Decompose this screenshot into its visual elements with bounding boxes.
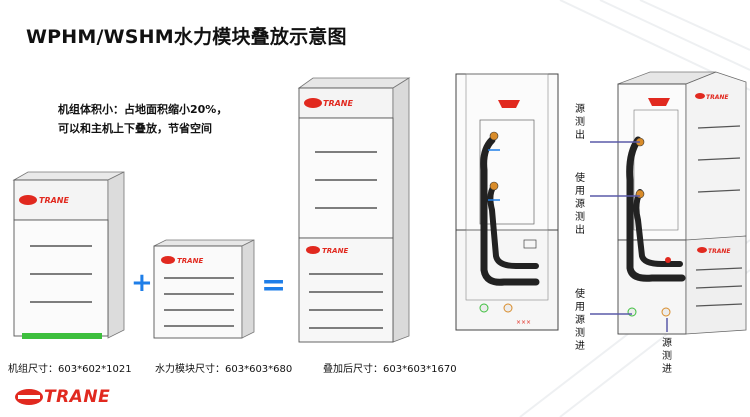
caption-stacked-size: 叠加后尺寸：603*603*1670 bbox=[323, 364, 457, 375]
trane-logo-icon bbox=[15, 389, 43, 405]
equals-sign: = bbox=[261, 268, 287, 303]
trane-logo-text: TRANE bbox=[44, 387, 111, 407]
stacked-unit-illustration: TRANE TRANE bbox=[297, 77, 411, 343]
svg-text:TRANE: TRANE bbox=[39, 196, 70, 205]
feature-note-line-2: 可以和主机上下叠放，节省空间 bbox=[58, 122, 212, 135]
page-title: WPHM/WSHM水力模块叠放示意图 bbox=[26, 26, 347, 48]
cutaway-front-view: ××× bbox=[455, 73, 559, 331]
trane-badge-icon: TRANE bbox=[161, 256, 203, 265]
feature-note: 机组体积小：占地面积缩小20%， 可以和主机上下叠放，节省空间 bbox=[58, 100, 227, 138]
trane-badge-icon: TRANE bbox=[306, 246, 348, 255]
trane-badge-icon: TRANE bbox=[19, 195, 70, 205]
caption-hydro-module-size: 水力模块尺寸：603*603*680 bbox=[155, 364, 293, 375]
label-source-out: 源测出 bbox=[575, 104, 585, 141]
trane-badge-icon: TRANE bbox=[695, 93, 729, 101]
hydraulic-module-illustration: TRANE bbox=[153, 239, 255, 339]
svg-text:TRANE: TRANE bbox=[323, 99, 354, 108]
feature-note-line-1: 机组体积小：占地面积缩小20%， bbox=[58, 103, 228, 116]
trane-badge-icon: TRANE bbox=[697, 247, 731, 255]
plus-sign: + bbox=[131, 268, 153, 298]
label-use-source-out: 使用源测出 bbox=[575, 173, 585, 236]
caption-unit-size: 机组尺寸：603*602*1021 bbox=[8, 364, 132, 375]
svg-text:TRANE: TRANE bbox=[177, 257, 203, 265]
svg-text:TRANE: TRANE bbox=[708, 248, 731, 255]
svg-text:TRANE: TRANE bbox=[706, 94, 729, 101]
svg-text:×××: ××× bbox=[516, 319, 531, 326]
label-source-in: 源测进 bbox=[662, 338, 672, 375]
main-unit-illustration: TRANE bbox=[12, 171, 125, 339]
svg-text:TRANE: TRANE bbox=[322, 247, 348, 255]
cutaway-3d-view: TRANE TRANE bbox=[617, 71, 747, 335]
trane-badge-icon: TRANE bbox=[304, 98, 354, 108]
label-use-source-in: 使用源测进 bbox=[575, 289, 585, 352]
